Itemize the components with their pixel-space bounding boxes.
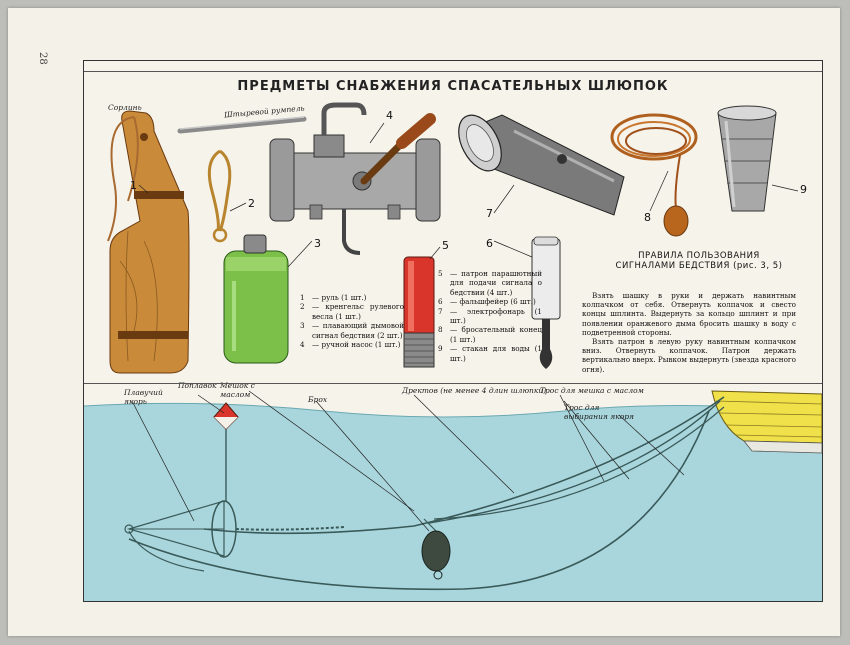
item-number-2: 2 [248,197,255,210]
poster-frame: ПРЕДМЕТЫ СНАБЖЕНИЯ СПАСАТЕЛЬНЫХ ШЛЮПОК [83,60,823,602]
legend-item: 6— фальшфейер (6 шт.) [438,297,536,307]
oil-bag [421,518,451,580]
handflare-illustration [531,236,561,369]
label-sea-anchor: Плавучий якорь [124,388,163,406]
rules-text: Взять шашку в руки и держать навинтным к… [582,291,796,374]
section-divider [84,383,822,384]
item-number-7: 7 [486,207,493,220]
label-trip-line: Брох [308,395,328,404]
label-sorlin: Сорлинь [108,103,142,112]
item-number-8: 8 [644,211,651,224]
illustration [84,102,822,601]
electric-torch-illustration [458,114,625,216]
rules-paragraph-2: Взять патрон в левую руку навинтным колп… [582,337,796,374]
rules-heading-line2: СИГНАЛАМИ БЕДСТВИЯ (рис. 3, 5) [615,261,783,271]
poster-title: ПРЕДМЕТЫ СНАБЖЕНИЯ СПАСАТЕЛЬНЫХ ШЛЮПОК [237,79,669,94]
rules-heading-line1: ПРАВИЛА ПОЛЬЗОВАНИЯ [638,251,760,261]
legend-right: 5— патрон парашютный для подачи сигнала … [438,269,542,363]
throwing-line-illustration [610,113,698,237]
legend-item: 1— руль (1 шт.) [300,293,367,302]
label-drektov: Дректов (не менее 4 длин шлюпки) [402,386,547,395]
label-retrieve-line: Трос для выбирания якоря [564,403,635,421]
item-number-3: 3 [314,237,321,250]
label-oil-line: Трос для мешка с маслом [540,386,644,395]
legend-item: 9— стакан для воды (1 шт.) [438,344,542,363]
item-number-6: 6 [486,237,493,250]
legend-item: 2— кренгельс рулевого весла (1 шт.) [300,302,404,321]
hand-pump-illustration [269,102,441,255]
water-area [84,403,822,601]
page-sheet: 28 ПРЕДМЕТЫ СНАБЖЕНИЯ СПАСАТЕЛЬНЫХ ШЛЮПО… [8,8,840,636]
grommet-illustration [207,149,232,243]
legend-item: 3— плавающий дымовой сигнал бедствия (2 … [300,321,404,340]
lifeboat-stern [711,390,822,454]
title-rule [84,71,822,72]
legend-left: 1— руль (1 шт.) 2— кренгельс рулевого ве… [300,293,404,349]
page-number: 28 [37,52,48,65]
rules-heading: ПРАВИЛА ПОЛЬЗОВАНИЯ СИГНАЛАМИ БЕДСТВИЯ (… [584,251,814,271]
label-oil-bag: Мешок с маслом [220,381,255,399]
water-cup-illustration [717,105,777,212]
parachute-flare-illustration [403,256,435,368]
rudder-illustration [107,110,190,374]
legend-item: 8— бросательный конец (1 шт.) [438,325,542,344]
item-number-9: 9 [800,183,807,196]
item-number-1: 1 [130,179,137,192]
sea-anchor [124,500,345,558]
float-buoy [213,402,239,501]
rules-paragraph-1: Взять шашку в руки и держать навинтным к… [582,291,796,337]
legend-item: 4— ручной насос (1 шт.) [300,340,401,350]
item-number-5: 5 [442,239,449,252]
tiller-pin-illustration [177,116,307,134]
legend-item: 5— патрон парашютный для подачи сигнала … [438,269,542,297]
label-float: Поплавок [178,381,217,390]
item-number-4: 4 [386,109,393,122]
legend-item: 7— электрофонарь (1 шт.) [438,306,542,326]
smoke-signal-illustration [223,234,289,364]
